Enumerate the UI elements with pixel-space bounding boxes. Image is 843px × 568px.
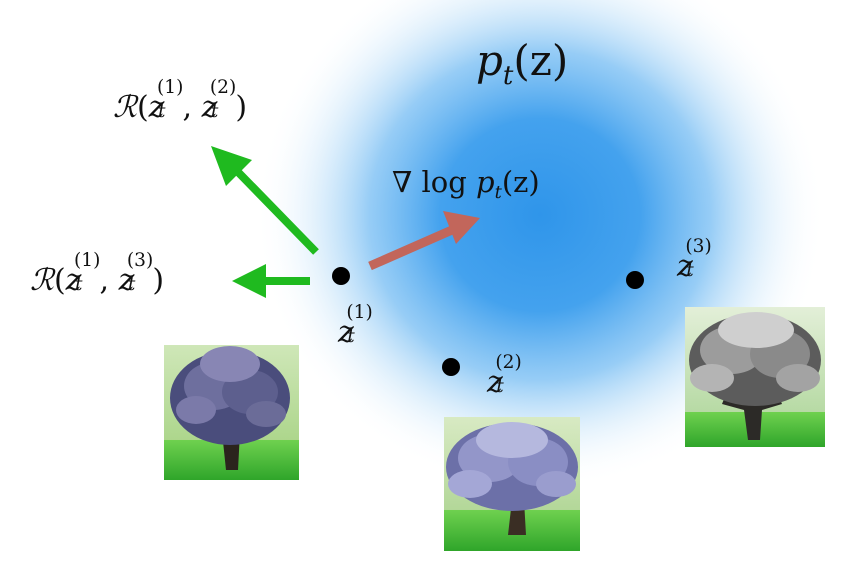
- tree-image-1: [164, 345, 299, 480]
- score-label-arg: (z): [501, 165, 540, 199]
- reward-label-12-z2: z: [201, 90, 218, 125]
- reward-label-12-z1: z: [148, 90, 165, 125]
- score-label-sub: t: [494, 182, 502, 204]
- tree-image-3: [685, 307, 825, 447]
- point-label-z1-z: z: [338, 315, 354, 350]
- point-label-z2-sup: (2): [495, 352, 522, 374]
- point-label-z2-sub: t: [496, 376, 504, 398]
- reward-label-12: ℛ(z(1)t, z(2)t): [113, 78, 248, 125]
- reward-label-13-z2: z: [118, 263, 135, 298]
- point-label-z2: z(2)t: [487, 353, 522, 400]
- score-label: ∇ log pt(z): [392, 165, 540, 202]
- point-label-z2-z: z: [487, 365, 503, 400]
- reward-label-13-R: ℛ: [30, 263, 54, 298]
- score-label-p: p: [476, 165, 495, 199]
- point-label-z1-sup: (1): [346, 302, 373, 324]
- point-z2: [442, 358, 460, 376]
- reward-label-12-sup2: (2): [209, 77, 237, 99]
- reward-label-12-sup1: (1): [157, 77, 184, 99]
- point-z1: [332, 267, 350, 285]
- point-label-z1-sub: t: [347, 326, 355, 348]
- score-label-nabla: ∇: [392, 165, 413, 199]
- reward-arrow-13: [232, 264, 310, 298]
- reward-label-13-open: (: [53, 263, 66, 298]
- reward-label-13-sup2: (3): [126, 250, 154, 272]
- density-label-p: p: [476, 36, 503, 85]
- point-label-z3-z: z: [677, 249, 693, 284]
- reward-label-13-z1: z: [65, 263, 82, 298]
- density-blob: [255, 0, 825, 490]
- reward-arrow-12: [211, 146, 319, 255]
- score-gradient-arrow: [368, 211, 480, 271]
- reward-label-13-close: ): [152, 263, 165, 298]
- tree-image-2: [444, 417, 580, 551]
- reward-label-13-sub2: t: [127, 274, 136, 296]
- reward-label-13-comma: ,: [99, 263, 110, 298]
- density-label: pt(z): [476, 40, 568, 90]
- reward-label-12-comma: ,: [182, 90, 193, 125]
- point-z3: [626, 271, 644, 289]
- density-label-sub: t: [502, 61, 514, 92]
- reward-label-12-open: (: [136, 90, 149, 125]
- reward-label-13-sub1: t: [74, 274, 83, 296]
- reward-label-12-close: ): [235, 90, 248, 125]
- point-label-z3-sup: (3): [685, 236, 712, 258]
- point-label-z1: z(1)t: [338, 303, 373, 350]
- reward-label-12-sub2: t: [210, 101, 219, 123]
- reward-label-12-R: ℛ: [113, 90, 137, 125]
- reward-label-13-sup1: (1): [74, 250, 101, 272]
- score-label-log: log: [421, 165, 467, 199]
- density-label-arg: (z): [513, 36, 569, 85]
- reward-label-12-sub1: t: [157, 101, 166, 123]
- reward-label-13: ℛ(z(1)t, z(3)t): [30, 251, 165, 298]
- point-label-z3: z(3)t: [677, 237, 712, 284]
- point-label-z3-sub: t: [686, 260, 694, 282]
